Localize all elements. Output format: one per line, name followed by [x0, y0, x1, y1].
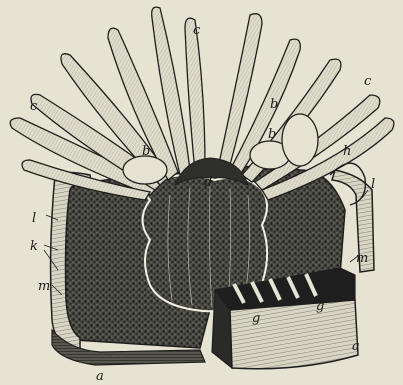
label-l-right: l: [371, 177, 375, 192]
label-a-left: a: [96, 369, 104, 384]
label-c-right: c: [364, 74, 372, 89]
label-m-left: m: [38, 279, 50, 294]
base-swelling: [282, 114, 318, 166]
label-k: k: [30, 239, 38, 254]
label-d: d: [204, 175, 212, 190]
label-b-left: b: [142, 144, 150, 159]
label-c-left: c: [30, 99, 38, 114]
label-b-mid: b: [270, 97, 278, 112]
label-c-top: c: [193, 23, 201, 38]
label-a-right: a: [352, 339, 360, 354]
label-g-right: g: [316, 299, 324, 314]
label-m-right: m: [356, 251, 368, 266]
label-b-right: b: [268, 127, 276, 142]
label-l-left: l: [32, 211, 36, 226]
label-h: h: [343, 144, 351, 159]
base-swelling: [123, 156, 167, 184]
label-g-left: g: [252, 311, 260, 326]
cut-block-face: [230, 300, 358, 369]
